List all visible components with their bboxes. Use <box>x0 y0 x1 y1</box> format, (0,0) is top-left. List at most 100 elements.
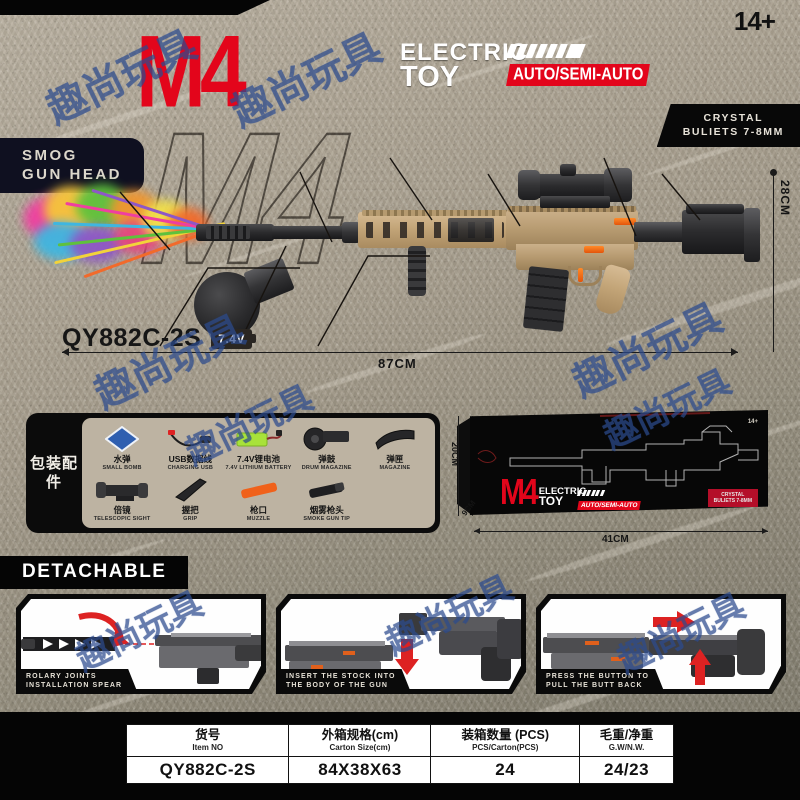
hero-logo: M4 ELECTRIC TOY AUTO/SEMI-AUTO <box>136 20 656 122</box>
retail-box-render: 14+ M4 ELECTRIC TOY AUTO/SEMI-AUTO CRYST… <box>450 400 792 550</box>
spec-header-cn: 货号 <box>195 728 221 742</box>
spec-header-cell: 装箱数量 (PCS) PCS/Carton(PCS) <box>430 724 581 757</box>
accessories-title: 包装配件 <box>29 455 78 491</box>
accessories-grid: 水弹 SMALL BOMB USB数据线 CHARGING USB <box>82 418 435 528</box>
length-dimension-line <box>62 348 738 356</box>
age-rating-badge: 14+ <box>733 6 776 36</box>
spec-value-cell: 84X38X63 <box>288 756 432 784</box>
crystal-tag-line2: BULIETS 7-8MM <box>682 126 784 138</box>
spec-value-cell: 24/23 <box>579 756 674 784</box>
fire-mode-label: AUTO/SEMI-AUTO <box>513 64 644 85</box>
accessory-item: USB数据线 CHARGING USB <box>156 424 224 472</box>
gun-scope-mount <box>540 196 610 208</box>
spec-table-header-row: 货号 Item NO 外箱规格(cm) Carton Size(cm) 装箱数量… <box>125 724 674 757</box>
spec-header-cell: 货号 Item NO <box>125 724 290 757</box>
accessory-item: 水弹 SMALL BOMB <box>88 424 156 472</box>
detachable-steps-row: ROLARY JOINTS INSTALLATION SPEAR <box>16 594 786 694</box>
logo-m4-text: M4 <box>136 13 247 129</box>
box-side-panel <box>457 416 473 516</box>
detachable-step-2-caption: INSERT THE STOCK INTO THE BODY OF THE GU… <box>276 669 412 694</box>
box-fire-mode-badge: AUTO/SEMI-AUTO <box>577 501 642 510</box>
box-logo-electric-toy: ELECTRIC TOY <box>539 487 587 507</box>
gun-handguard-rail-top <box>362 210 508 216</box>
spec-header-cn: 装箱数量 (PCS) <box>461 728 550 742</box>
accessory-item: 弹匣 MAGAZINE <box>361 424 429 472</box>
smoke-tip-icon <box>293 475 361 505</box>
box-crystal-tag: CRYSTAL BULIETS 7-8MM <box>707 489 758 507</box>
accessory-name-cn: 水弹 <box>113 453 131 464</box>
box-logo-m4: M4 <box>500 473 539 513</box>
hero-gun-illustration <box>0 150 800 350</box>
box-speed-stripes-icon <box>576 490 605 496</box>
detachable-step-3: PRESS THE BUTTON TO PULL THE BUTT BACK <box>536 594 786 694</box>
muzzle-icon <box>224 475 292 505</box>
fire-mode-badge: AUTO/SEMI-AUTO <box>506 64 651 86</box>
accessories-panel: 包装配件 水弹 SMALL BOMB <box>26 413 440 533</box>
accessory-name-cn: 握把 <box>181 504 199 515</box>
detachable-step-2: INSERT THE STOCK INTO THE BODY OF THE GU… <box>276 594 526 694</box>
accessory-item: 枪口 MUZZLE <box>224 475 292 523</box>
accessory-name-en: 7.4V LITHIUM BATTERY <box>225 464 292 471</box>
detachable-step-1: ROLARY JOINTS INSTALLATION SPEAR <box>16 594 266 694</box>
height-dimension-line <box>770 169 777 352</box>
accessory-name-cn: 弹鼓 <box>318 453 336 464</box>
spec-header-cell: 外箱规格(cm) Carton Size(cm) <box>288 724 432 757</box>
box-height-label: 20CM <box>450 442 460 467</box>
spec-value-cell: QY882C-2S <box>125 756 290 784</box>
gun-barrel-tube <box>272 226 346 239</box>
box-front-panel: 14+ M4 ELECTRIC TOY AUTO/SEMI-AUTO CRYST… <box>470 410 768 515</box>
drum-magazine-icon <box>293 424 361 454</box>
smog-gun-head-tag: SMOG GUN HEAD <box>0 138 145 193</box>
gun-trigger-guard <box>568 266 602 286</box>
accessory-name-en: MAGAZINE <box>379 464 411 471</box>
gun-gas-block <box>448 218 494 242</box>
gun-receiver-rail <box>508 206 636 212</box>
accessory-name-cn: 弹匣 <box>386 453 404 464</box>
step-3-line1: PRESS THE BUTTON TO <box>546 673 650 680</box>
spec-header-cell: 毛重/净重 G.W/N.W. <box>579 724 674 757</box>
gun-buffer-tube <box>634 222 690 242</box>
accessory-name-en: CHARGING USB <box>167 464 214 471</box>
usb-cable-icon <box>156 424 224 454</box>
speed-stripes-icon <box>505 44 586 58</box>
logo-toy-text: TOY <box>400 61 460 93</box>
accessory-name-en: MUZZLE <box>246 515 271 522</box>
accessory-name-en: TELESCOPIC SIGHT <box>93 515 151 522</box>
spec-value-cell: 24 <box>430 756 581 784</box>
gun-mag-release <box>584 246 604 253</box>
accessory-name-cn: 7.4V锂电池 <box>237 453 280 464</box>
gun-scope-eyepiece <box>518 170 540 200</box>
magazine-icon <box>361 424 429 454</box>
accessory-item: 烟雾枪头 SMOKE GUN TIP <box>293 475 361 523</box>
gun-vertical-foregrip <box>408 246 426 296</box>
battery-icon <box>224 424 292 454</box>
gun-scope-turret <box>560 164 576 176</box>
step-2-line1: INSERT THE STOCK INTO <box>286 673 396 680</box>
battery-badge: 7.4V <box>211 328 256 349</box>
accessories-row-1: 水弹 SMALL BOMB USB数据线 CHARGING USB <box>88 422 429 473</box>
accessory-item: 握把 GRIP <box>156 475 224 523</box>
box-width-dimension-line <box>474 528 768 534</box>
detachable-step-3-image <box>541 599 781 689</box>
length-dimension-label: 87CM <box>378 356 417 371</box>
step-3-line2: PULL THE BUTT BACK <box>546 682 643 689</box>
gun-body-graphic <box>194 160 796 340</box>
smog-tag-line1: SMOG <box>22 147 78 164</box>
accessory-name-en: GRIP <box>183 515 198 522</box>
scope-icon <box>88 475 156 505</box>
grip-icon <box>156 475 224 505</box>
accessory-name-en: DRUM MAGAZINE <box>301 464 352 471</box>
step-1-line1: ROLARY JOINTS <box>26 673 97 680</box>
box-gun-outline <box>477 412 759 487</box>
spec-header-cn: 外箱规格(cm) <box>321 728 399 742</box>
spec-header-en: Carton Size(cm) <box>329 743 391 752</box>
spec-header-en: Item NO <box>192 743 224 752</box>
crystal-tag-line1: CRYSTAL <box>703 112 764 124</box>
gun-bolt-catch <box>614 218 636 225</box>
detachable-step-3-caption: PRESS THE BUTTON TO PULL THE BUTT BACK <box>536 669 665 694</box>
accessory-item: 倍镜 TELESCOPIC SIGHT <box>88 475 156 523</box>
box-crystal-line2: BULIETS 7-8MM <box>713 498 752 504</box>
model-number: QY882C-2S <box>62 324 202 352</box>
crystal-bullets-tag: CRYSTAL BULIETS 7-8MM <box>656 104 800 147</box>
